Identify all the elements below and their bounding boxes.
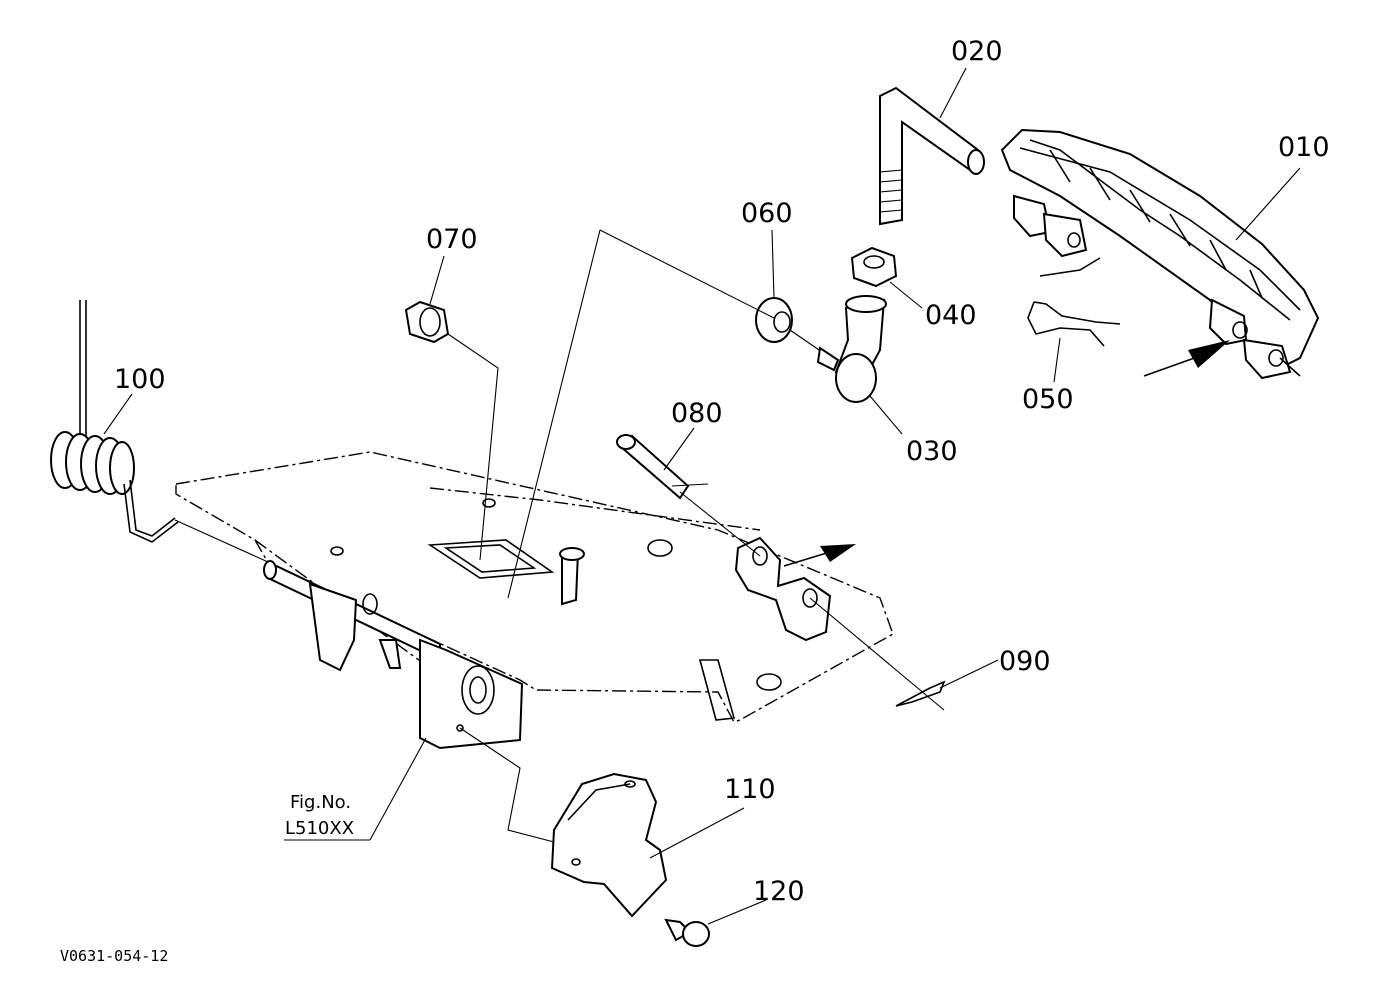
nut-070 [404, 300, 499, 561]
callout-030: 030 [906, 436, 958, 467]
control-rod-020 [879, 86, 985, 226]
callout-120: 120 [753, 876, 805, 907]
hair-clip-050 [1027, 257, 1121, 347]
leader-lines [103, 67, 1301, 925]
drawing-code: V0631-054-12 [60, 947, 168, 965]
callout-060: 060 [741, 198, 793, 229]
callout-100: 100 [114, 364, 166, 395]
hex-nut-040 [850, 246, 898, 288]
callout-050: 050 [1022, 384, 1074, 415]
ball-joint-030 [816, 295, 887, 403]
callout-080: 080 [671, 398, 723, 429]
callout-070: 070 [426, 224, 478, 255]
pedal-sensor-110 [459, 727, 668, 918]
snap-pin-090 [809, 597, 946, 711]
callout-090: 090 [999, 646, 1051, 677]
torsion-spring [50, 300, 269, 563]
direction-arrows [783, 340, 1301, 567]
fig-reference-number: L510XX [285, 818, 354, 839]
screw-120 [664, 918, 710, 947]
callout-010: 010 [1278, 132, 1330, 163]
plate-pin [559, 547, 585, 606]
clevis-pin-080 [616, 434, 761, 557]
callout-110: 110 [724, 774, 776, 805]
pedal-010 [1000, 128, 1320, 380]
callout-020: 020 [951, 36, 1003, 67]
bearing-housing [419, 638, 524, 750]
fig-reference-label: Fig.No. [290, 792, 351, 813]
callout-labels: 020 010 060 070 040 100 050 080 030 090 … [60, 36, 1330, 965]
callout-040: 040 [925, 300, 977, 331]
pivot-shaft [263, 560, 441, 672]
clevis-bracket [734, 536, 832, 642]
washer-060 [507, 229, 823, 599]
